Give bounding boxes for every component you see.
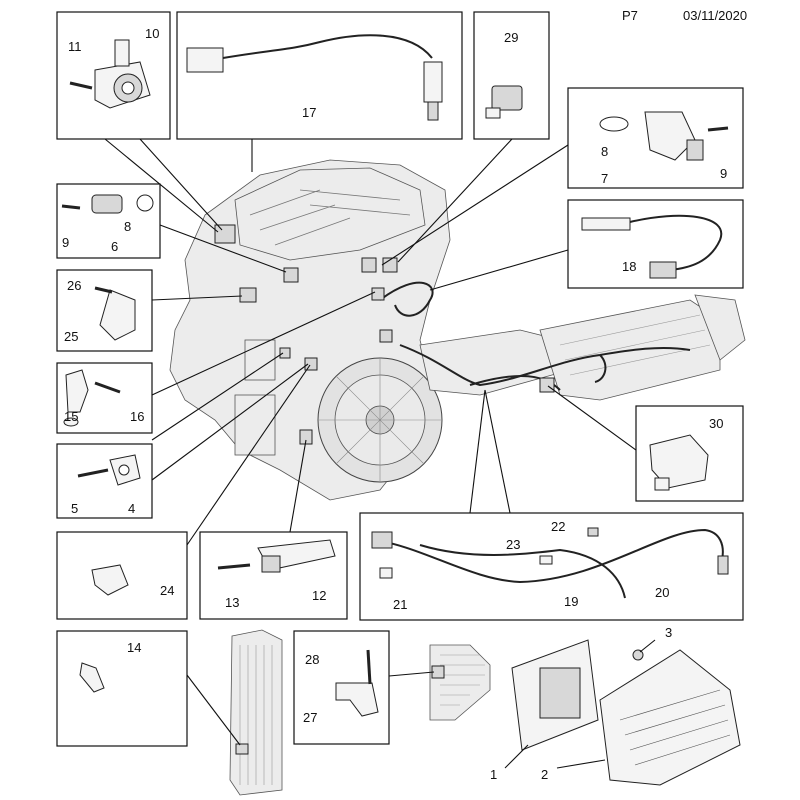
- callout-9b: 9: [720, 166, 727, 181]
- temp-sensor-6-part: [61, 194, 154, 214]
- box-knock-sensor-4: [56, 443, 153, 519]
- callout-1: 1: [490, 767, 497, 782]
- oxygen-sensor-18-part: [581, 214, 723, 279]
- sensor-mounted-18: [371, 287, 385, 301]
- callout-20: 20: [655, 585, 669, 600]
- knock-sensor-4-part: [77, 454, 141, 486]
- sensor-27-part: [335, 649, 379, 717]
- callout-numbers: 11 10 17 29 8 7 9 8 9 6 18 26 25 15 16 3…: [62, 26, 727, 782]
- knock-sensor-part: [69, 39, 151, 109]
- sensor-mounted-6: [283, 267, 299, 283]
- oxygen-sensor-17-part: [186, 34, 443, 121]
- callout-26: 26: [67, 278, 81, 293]
- callout-7: 7: [601, 171, 608, 186]
- sensor-15-part: [63, 369, 121, 427]
- callout-21: 21: [393, 597, 407, 612]
- sensor-mounted-15: [279, 347, 291, 359]
- pressure-sensor-30-part: [649, 434, 709, 491]
- callout-27: 27: [303, 710, 317, 725]
- callout-25: 25: [64, 329, 78, 344]
- engine-assembly: [169, 159, 451, 501]
- callout-19: 19: [564, 594, 578, 609]
- callout-23: 23: [506, 537, 520, 552]
- callout-16: 16: [130, 409, 144, 424]
- callout-2: 2: [541, 767, 548, 782]
- ecu-assembly: [511, 639, 741, 786]
- leader-lines: [104, 138, 656, 769]
- callout-13: 13: [225, 595, 239, 610]
- box-wiring-harness: [359, 512, 744, 621]
- callout-3: 3: [665, 625, 672, 640]
- callout-5: 5: [71, 501, 78, 516]
- callout-22: 22: [551, 519, 565, 534]
- callout-10: 10: [145, 26, 159, 41]
- knock-sensor-mounted: [214, 224, 236, 244]
- sensor-mounted-4: [304, 357, 318, 371]
- sensor-25-part: [94, 286, 136, 341]
- sensor-mounted-25: [239, 287, 257, 303]
- connector-21-mounted: [379, 329, 393, 343]
- harness-20-part: [371, 527, 729, 599]
- callout-6: 6: [111, 239, 118, 254]
- callout-12: 12: [312, 588, 326, 603]
- callout-24: 24: [160, 583, 174, 598]
- callout-28: 28: [305, 652, 319, 667]
- box-sensor-14: [56, 630, 188, 747]
- intercooler: [429, 644, 491, 721]
- callout-15: 15: [64, 409, 78, 424]
- callout-8b: 8: [601, 144, 608, 159]
- cam-sensor-7-part: [599, 111, 729, 161]
- callout-17: 17: [302, 105, 316, 120]
- box-oxygen-sensor-upstream: [176, 11, 463, 140]
- callout-18: 18: [622, 259, 636, 274]
- sensor-mounted-12: [299, 429, 313, 445]
- callout-29: 29: [504, 30, 518, 45]
- sensor-24-part: [91, 564, 129, 596]
- pressure-sensor-29-part: [485, 85, 523, 119]
- callout-11: 11: [68, 39, 82, 54]
- sensor-14-part: [79, 662, 105, 693]
- sensor-mounted-30: [539, 377, 555, 393]
- diagram-date: 03/11/2020: [683, 8, 748, 23]
- callout-9a: 9: [62, 235, 69, 250]
- callout-4: 4: [128, 501, 135, 516]
- exhaust-system: [419, 294, 746, 401]
- crank-sensor-12-part: [217, 539, 336, 573]
- sensor-mounted-7: [361, 257, 377, 273]
- callout-14: 14: [127, 640, 141, 655]
- callout-8a: 8: [124, 219, 131, 234]
- radiator: [229, 629, 283, 796]
- page-number: P7: [622, 8, 638, 23]
- callout-30: 30: [709, 416, 723, 431]
